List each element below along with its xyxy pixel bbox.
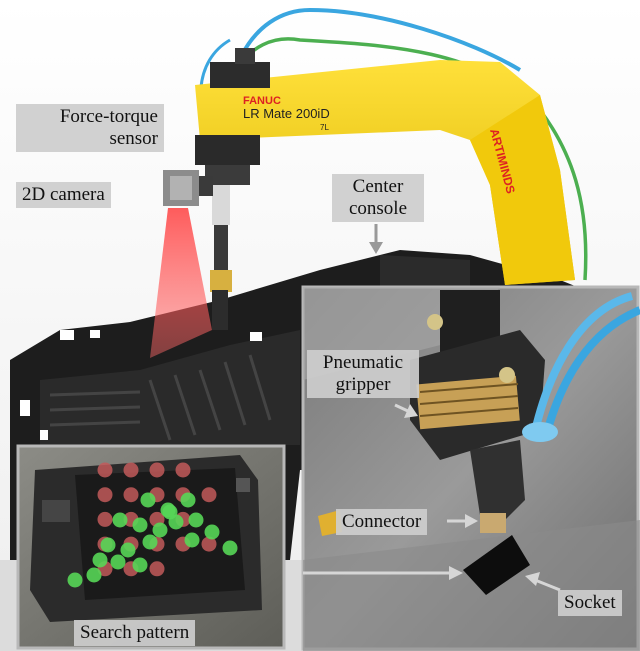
search-point-red: [97, 462, 113, 478]
pneumatic-gripper-label: Pneumatic gripper: [307, 350, 419, 398]
connector-label: Connector: [336, 509, 428, 535]
search-point-green: [180, 492, 196, 508]
annotation-arrows: [369, 224, 383, 254]
robot-variant-text: 7L: [320, 123, 329, 132]
search-point-green: [140, 492, 156, 508]
robot-model-text: LR Mate 200iD: [243, 106, 330, 121]
search-point-green: [100, 537, 116, 553]
search-point-green: [86, 567, 102, 583]
search-point-green: [162, 504, 178, 520]
search-point-red: [97, 487, 113, 503]
search-point-red: [123, 487, 139, 503]
search-point-green: [112, 512, 128, 528]
search-pattern-inset: [16, 444, 286, 650]
search-point-green: [132, 557, 148, 573]
socket-part: [463, 535, 530, 595]
search-point-green: [132, 517, 148, 533]
search-dots-group: [67, 462, 238, 588]
search-point-red: [201, 536, 217, 552]
search-point-green: [222, 540, 238, 556]
search-point-green: [110, 554, 126, 570]
search-point-green: [120, 542, 136, 558]
search-point-green: [92, 552, 108, 568]
socket-label: Socket: [558, 590, 622, 616]
search-point-green: [142, 534, 158, 550]
search-point-red: [97, 511, 113, 527]
search-point-red: [149, 462, 165, 478]
force-torque-sensor-label: Force-torque sensor: [16, 104, 164, 152]
search-point-red: [175, 462, 191, 478]
search-point-red: [201, 487, 217, 503]
camera-beam: [150, 208, 212, 358]
camera-2d-label: 2D camera: [16, 182, 111, 208]
search-point-green: [204, 524, 220, 540]
connector-part: [480, 513, 506, 533]
search-point-green: [152, 522, 168, 538]
robot-brand-text: FANUC: [243, 95, 281, 107]
search-point-green: [188, 512, 204, 528]
search-point-red: [123, 462, 139, 478]
robot-arm: FANUC LR Mate 200iD 7L ARTIMINDS: [163, 7, 588, 330]
gripper-closeup-inset: [301, 285, 640, 651]
center-console-label: Center console: [332, 174, 424, 222]
search-pattern-label: Search pattern: [74, 620, 196, 646]
search-point-green: [67, 572, 83, 588]
search-point-red: [149, 561, 165, 577]
search-point-green: [184, 532, 200, 548]
